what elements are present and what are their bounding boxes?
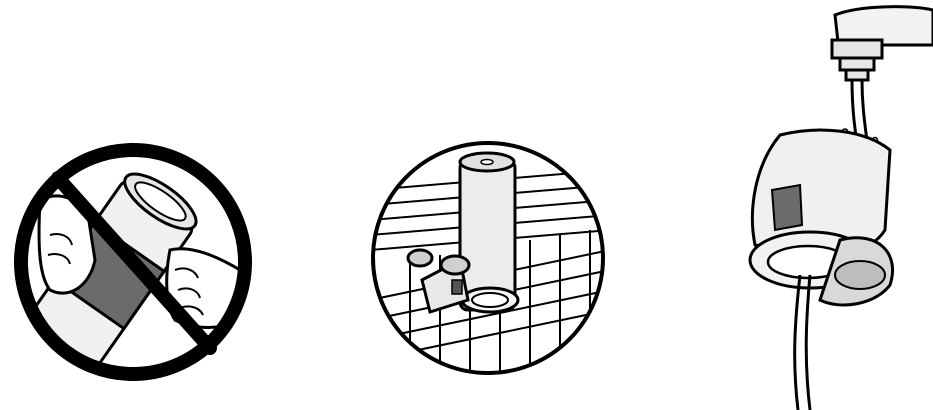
lid	[750, 130, 893, 305]
faucet	[832, 7, 933, 80]
dishwasher-rack-icon	[340, 0, 640, 410]
illustration-panel-dishwasher	[340, 0, 640, 410]
prohibited-sign-icon	[0, 0, 290, 410]
faucet-rinse-icon	[700, 0, 933, 410]
illustration-panel-rinse	[700, 0, 933, 410]
illustration-panel-prohibited	[0, 0, 290, 410]
